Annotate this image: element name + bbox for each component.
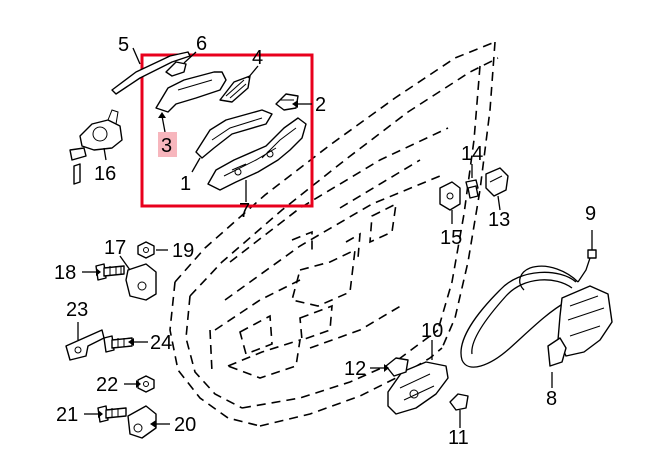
part-20-hinge-bottom [127, 405, 170, 439]
label-7: 7 [239, 200, 250, 222]
label-21: 21 [56, 404, 78, 426]
label-3: 3 [161, 135, 172, 157]
label-19: 19 [172, 240, 194, 262]
label-11: 11 [448, 427, 469, 449]
label-18: 18 [54, 262, 76, 284]
part-14-bolt [465, 164, 479, 199]
callout-labels: 5 6 4 2 3 1 7 16 17 19 18 23 24 22 21 20… [54, 33, 596, 449]
part-19-nut [137, 241, 168, 259]
part-9-rod [577, 230, 597, 283]
label-6: 6 [196, 33, 207, 55]
part-24-bolt [103, 335, 148, 353]
part-22-nut [124, 375, 155, 393]
label-15: 15 [440, 227, 462, 249]
label-24: 24 [150, 332, 172, 354]
door-shell [169, 41, 499, 427]
part-1-gasket [191, 109, 273, 173]
label-9: 9 [585, 203, 596, 225]
part-16-lock-cylinder [69, 109, 123, 185]
label-23: 23 [66, 299, 88, 321]
label-14: 14 [461, 143, 483, 165]
part-21-bolt [84, 405, 127, 423]
part-4-cover [219, 65, 259, 103]
label-17: 17 [104, 237, 126, 259]
part-8-latch [460, 265, 613, 388]
label-4: 4 [252, 47, 263, 69]
label-3-highlight [158, 132, 177, 157]
part-12-switch [370, 357, 409, 377]
part-3-outer-handle [155, 71, 227, 133]
part-6-cap [165, 51, 197, 77]
part-5-strip [111, 47, 191, 95]
label-5: 5 [118, 34, 129, 56]
label-1: 1 [180, 173, 191, 195]
label-22: 22 [96, 374, 118, 396]
part-10-inside-handle [387, 340, 449, 415]
highlight-frame [140, 53, 314, 208]
part-11-bezel [449, 393, 469, 428]
part-7-bracket [207, 117, 307, 202]
part-17-hinge-upper [119, 255, 157, 301]
part-15-plug [439, 181, 461, 224]
label-8: 8 [546, 388, 557, 410]
part-13-striker [485, 167, 509, 211]
label-16: 16 [94, 163, 116, 185]
label-10: 10 [421, 320, 443, 342]
label-20: 20 [174, 414, 196, 436]
label-12: 12 [344, 358, 366, 380]
label-2: 2 [315, 94, 326, 116]
part-18-bolt [82, 263, 125, 281]
part-23-hinge-lower [65, 322, 105, 361]
part-2-clip [275, 93, 312, 111]
label-13: 13 [488, 209, 510, 231]
